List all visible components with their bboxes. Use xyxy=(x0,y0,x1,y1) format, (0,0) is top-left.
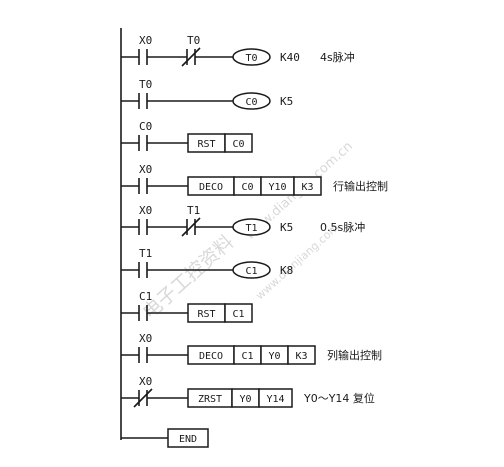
instruction-operand: C0 xyxy=(232,139,244,150)
end-box xyxy=(167,428,209,448)
no-contact: X0 xyxy=(121,34,152,65)
instruction-mnemonic: DECO xyxy=(199,182,223,193)
nc-contact: T1 xyxy=(147,204,201,237)
nc-contact: X0 xyxy=(121,375,153,408)
coil-label: T1 xyxy=(245,223,257,234)
constant-value: K8 xyxy=(280,264,293,277)
rung-comment: 列输出控制 xyxy=(327,348,382,362)
contact-label: C0 xyxy=(139,120,152,133)
rung-comment: 行输出控制 xyxy=(333,179,388,193)
instruction-box: RST C1 xyxy=(187,303,253,323)
no-contact: X0 xyxy=(121,204,152,235)
no-contact: C0 xyxy=(121,120,152,151)
end-instruction: END xyxy=(179,434,197,445)
instruction-operand: Y0 xyxy=(268,351,280,362)
instruction-box: ZRST Y0 Y14 xyxy=(187,388,293,408)
instruction-operand: K3 xyxy=(301,182,313,193)
constant-value: K40 xyxy=(280,51,300,64)
contact-label: T1 xyxy=(139,247,152,260)
rung-comment: 0.5s脉冲 xyxy=(320,220,365,234)
rung-comment: 4s脉冲 xyxy=(320,50,355,64)
coil-label: C1 xyxy=(245,266,257,277)
no-contact: C1 xyxy=(121,290,152,321)
no-contact: X0 xyxy=(121,332,152,363)
instruction-mnemonic: RST xyxy=(197,139,215,150)
instruction-operand: Y0 xyxy=(239,394,251,405)
instruction-operand: C0 xyxy=(241,182,253,193)
instruction-box: DECO C0 Y10 K3 xyxy=(187,176,322,196)
nc-contact: T0 xyxy=(147,34,201,67)
instruction-mnemonic: RST xyxy=(197,309,215,320)
contact-label: X0 xyxy=(139,34,152,47)
contact-label: X0 xyxy=(139,332,152,345)
instruction-operand: Y14 xyxy=(266,394,284,405)
contact-label: X0 xyxy=(139,163,152,176)
instruction-operand: C1 xyxy=(232,309,244,320)
coil-label: T0 xyxy=(245,53,257,64)
instruction-operand: K3 xyxy=(295,351,307,362)
instruction-operand: Y10 xyxy=(268,182,286,193)
no-contact: X0 xyxy=(121,163,152,194)
contact-label: T0 xyxy=(187,34,200,47)
contact-label: X0 xyxy=(139,375,152,388)
instruction-mnemonic: ZRST xyxy=(198,394,222,405)
contact-label: T0 xyxy=(139,78,152,91)
coil-label: C0 xyxy=(245,97,257,108)
output-coil: T1 xyxy=(232,218,271,236)
instruction-operand: C1 xyxy=(241,351,253,362)
end-rung: END xyxy=(121,428,209,448)
output-coil: T0 xyxy=(232,48,271,66)
constant-value: K5 xyxy=(280,221,293,234)
instruction-box: DECO C1 Y0 K3 xyxy=(187,345,316,365)
output-coil: C1 xyxy=(232,261,271,279)
output-coil: C0 xyxy=(232,92,271,110)
contact-label: T1 xyxy=(187,204,200,217)
instruction-box: RST C0 xyxy=(187,133,253,153)
no-contact: T0 xyxy=(121,78,152,109)
no-contact: T1 xyxy=(121,247,152,278)
constant-value: K5 xyxy=(280,95,293,108)
rung-comment: Y0～Y14 复位 xyxy=(303,391,375,405)
contact-label: X0 xyxy=(139,204,152,217)
instruction-mnemonic: DECO xyxy=(199,351,223,362)
contact-label: C1 xyxy=(139,290,152,303)
